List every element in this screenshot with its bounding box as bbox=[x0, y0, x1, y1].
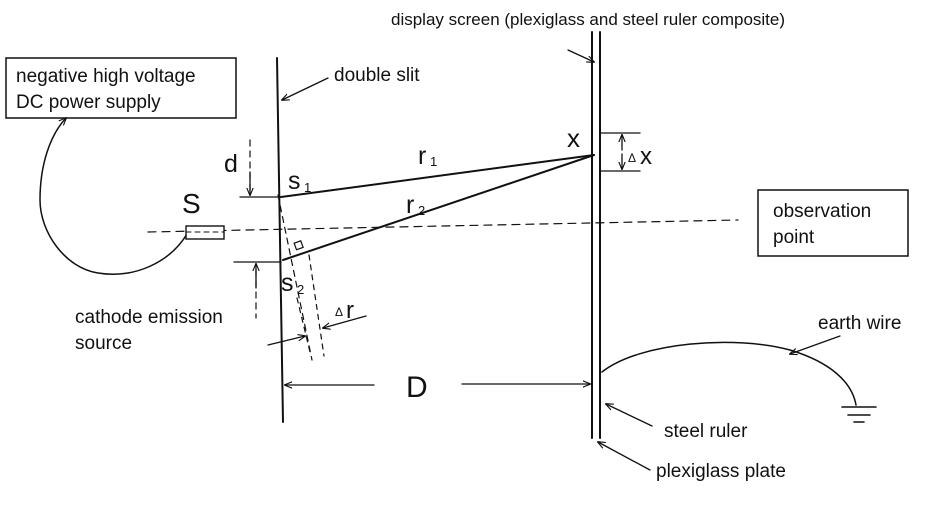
earth-wire-pointer bbox=[790, 335, 841, 354]
r1-label: r bbox=[418, 142, 426, 170]
double-slit-pointer bbox=[282, 77, 329, 100]
power-supply-label-line2: DC power supply bbox=[16, 92, 161, 113]
center-axis-dashed bbox=[147, 219, 739, 233]
power-supply-wire bbox=[39, 118, 188, 275]
r2-label: r bbox=[406, 191, 414, 219]
cathode-label-line2: source bbox=[75, 333, 132, 354]
right-angle-marker bbox=[293, 240, 304, 251]
steel-ruler-label: steel ruler bbox=[664, 421, 748, 442]
earth-wire-label: earth wire bbox=[818, 313, 901, 334]
plexiglass-plate-label: plexiglass plate bbox=[656, 461, 786, 482]
s2-label: s bbox=[281, 269, 294, 297]
ray-r1 bbox=[280, 154, 595, 198]
display-screen-label: display screen (plexiglass and steel rul… bbox=[391, 10, 785, 29]
delta-r-extension-dashed bbox=[296, 297, 311, 353]
earth-wire bbox=[601, 341, 857, 406]
delta-x-variable: x bbox=[640, 143, 652, 170]
path-difference-dashed bbox=[277, 194, 313, 361]
power-supply-label-line1: negative high voltage bbox=[16, 66, 196, 87]
delta-r-symbol: Δ bbox=[335, 305, 343, 319]
delta-r-arrow-right bbox=[323, 315, 367, 328]
power-supply-box bbox=[5, 57, 237, 119]
s2-subscript: 2 bbox=[297, 282, 304, 297]
double-slit-barrier bbox=[276, 57, 284, 423]
observation-point-box bbox=[757, 189, 909, 257]
plexiglass-plate-pointer bbox=[598, 442, 651, 471]
r1-subscript: 1 bbox=[430, 154, 437, 169]
display-screen-pointer bbox=[567, 49, 594, 62]
ray-r2 bbox=[282, 154, 595, 261]
double-slit-label: double slit bbox=[334, 65, 420, 86]
steel-ruler-pointer bbox=[606, 404, 653, 427]
source-s-label: S bbox=[182, 188, 201, 219]
d-label: d bbox=[224, 150, 238, 178]
delta-r-arrow-left bbox=[267, 336, 305, 346]
cathode-label-line1: cathode emission bbox=[75, 307, 223, 328]
delta-x-symbol: Δ bbox=[628, 151, 636, 165]
delta-r-extension-dashed-2 bbox=[308, 254, 325, 357]
s1-label: s bbox=[288, 167, 301, 195]
observation-label-line1: observation bbox=[773, 201, 871, 222]
distance-d-label: D bbox=[406, 371, 428, 404]
delta-r-variable: r bbox=[346, 297, 354, 324]
s1-subscript: 1 bbox=[304, 180, 311, 195]
x-label: x bbox=[567, 123, 580, 153]
r2-subscript: 2 bbox=[418, 203, 425, 218]
observation-label-line2: point bbox=[773, 227, 815, 248]
